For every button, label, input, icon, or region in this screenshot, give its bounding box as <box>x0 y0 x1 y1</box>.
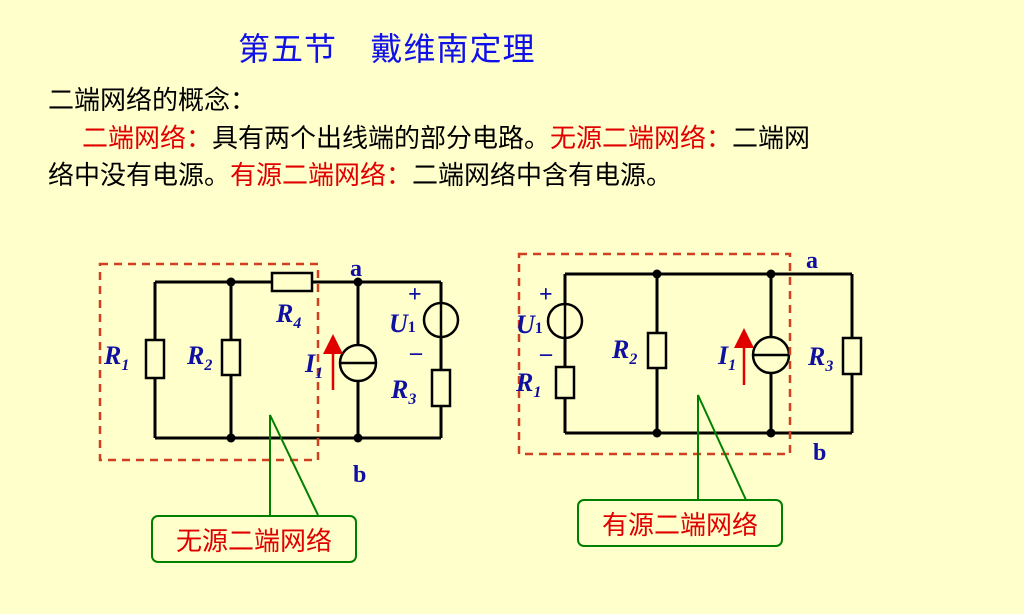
left-resistor-r2 <box>220 338 242 377</box>
left-pointer-line <box>269 414 319 516</box>
left-label-u1: U1 <box>389 309 416 338</box>
left-current-source <box>338 343 378 383</box>
right-current-source <box>751 335 791 375</box>
right-caption: 有源二端网络 <box>602 511 758 541</box>
left-terminal-b: b <box>353 462 366 488</box>
right-resistor-r1 <box>554 365 576 400</box>
left-label-i1: I1 <box>304 349 323 382</box>
right-resistor-r2 <box>646 331 668 370</box>
right-dashed-boundary <box>517 252 792 456</box>
term-two-terminal: 二端网络： <box>82 124 213 154</box>
left-minus-sign: – <box>409 340 423 366</box>
right-circuit <box>563 272 854 435</box>
left-label-r2: R2 <box>186 341 212 374</box>
text-passive-def-end: 络中没有电源。 <box>48 161 231 191</box>
text-passive-def-start: 二端网 <box>732 124 811 154</box>
definition-line-2: 络中没有电源。有源二端网络：二端网络中含有电源。 <box>48 155 672 192</box>
left-label-r4: R4 <box>275 299 301 332</box>
left-caption: 无源二端网络 <box>176 527 332 557</box>
concept-heading: 二端网络的概念： <box>48 86 257 116</box>
right-label-u1: U1 <box>516 310 543 339</box>
right-label-r2: R2 <box>611 335 637 368</box>
page-title: 第五节 戴维南定理 <box>238 30 536 68</box>
left-resistor-r1 <box>144 338 166 380</box>
right-label-r1: R1 <box>515 368 541 401</box>
left-caption-box <box>151 515 357 563</box>
left-terminal-a: a <box>350 256 362 282</box>
right-voltage-source <box>546 302 584 340</box>
left-resistor-r4 <box>270 271 314 293</box>
text-active-def: 二端网络中含有电源。 <box>412 161 673 191</box>
right-terminal-a: a <box>806 248 818 274</box>
definition-line-1: 二端网络：具有两个出线端的部分电路。无源二端网络：二端网 <box>82 118 810 155</box>
left-plus-sign: + <box>408 282 422 308</box>
left-dashed-boundary <box>98 262 320 462</box>
text-two-terminal-def: 具有两个出线端的部分电路。 <box>212 124 551 154</box>
right-terminal-b: b <box>813 440 826 466</box>
right-label-i1: I1 <box>717 341 736 374</box>
left-label-r1: R1 <box>103 341 129 374</box>
right-caption-box <box>577 499 783 547</box>
term-active-network: 有源二端网络： <box>230 161 413 191</box>
left-circuit <box>153 280 443 440</box>
left-resistor-r3 <box>430 368 452 408</box>
right-label-r3: R3 <box>807 342 833 375</box>
right-pointer-line <box>697 394 747 501</box>
right-plus-sign: + <box>539 282 553 308</box>
left-voltage-source <box>422 301 460 339</box>
left-label-r3: R3 <box>390 375 416 408</box>
term-passive-network: 无源二端网络： <box>550 124 733 154</box>
right-minus-sign: – <box>539 341 553 367</box>
right-resistor-r3 <box>841 336 863 376</box>
